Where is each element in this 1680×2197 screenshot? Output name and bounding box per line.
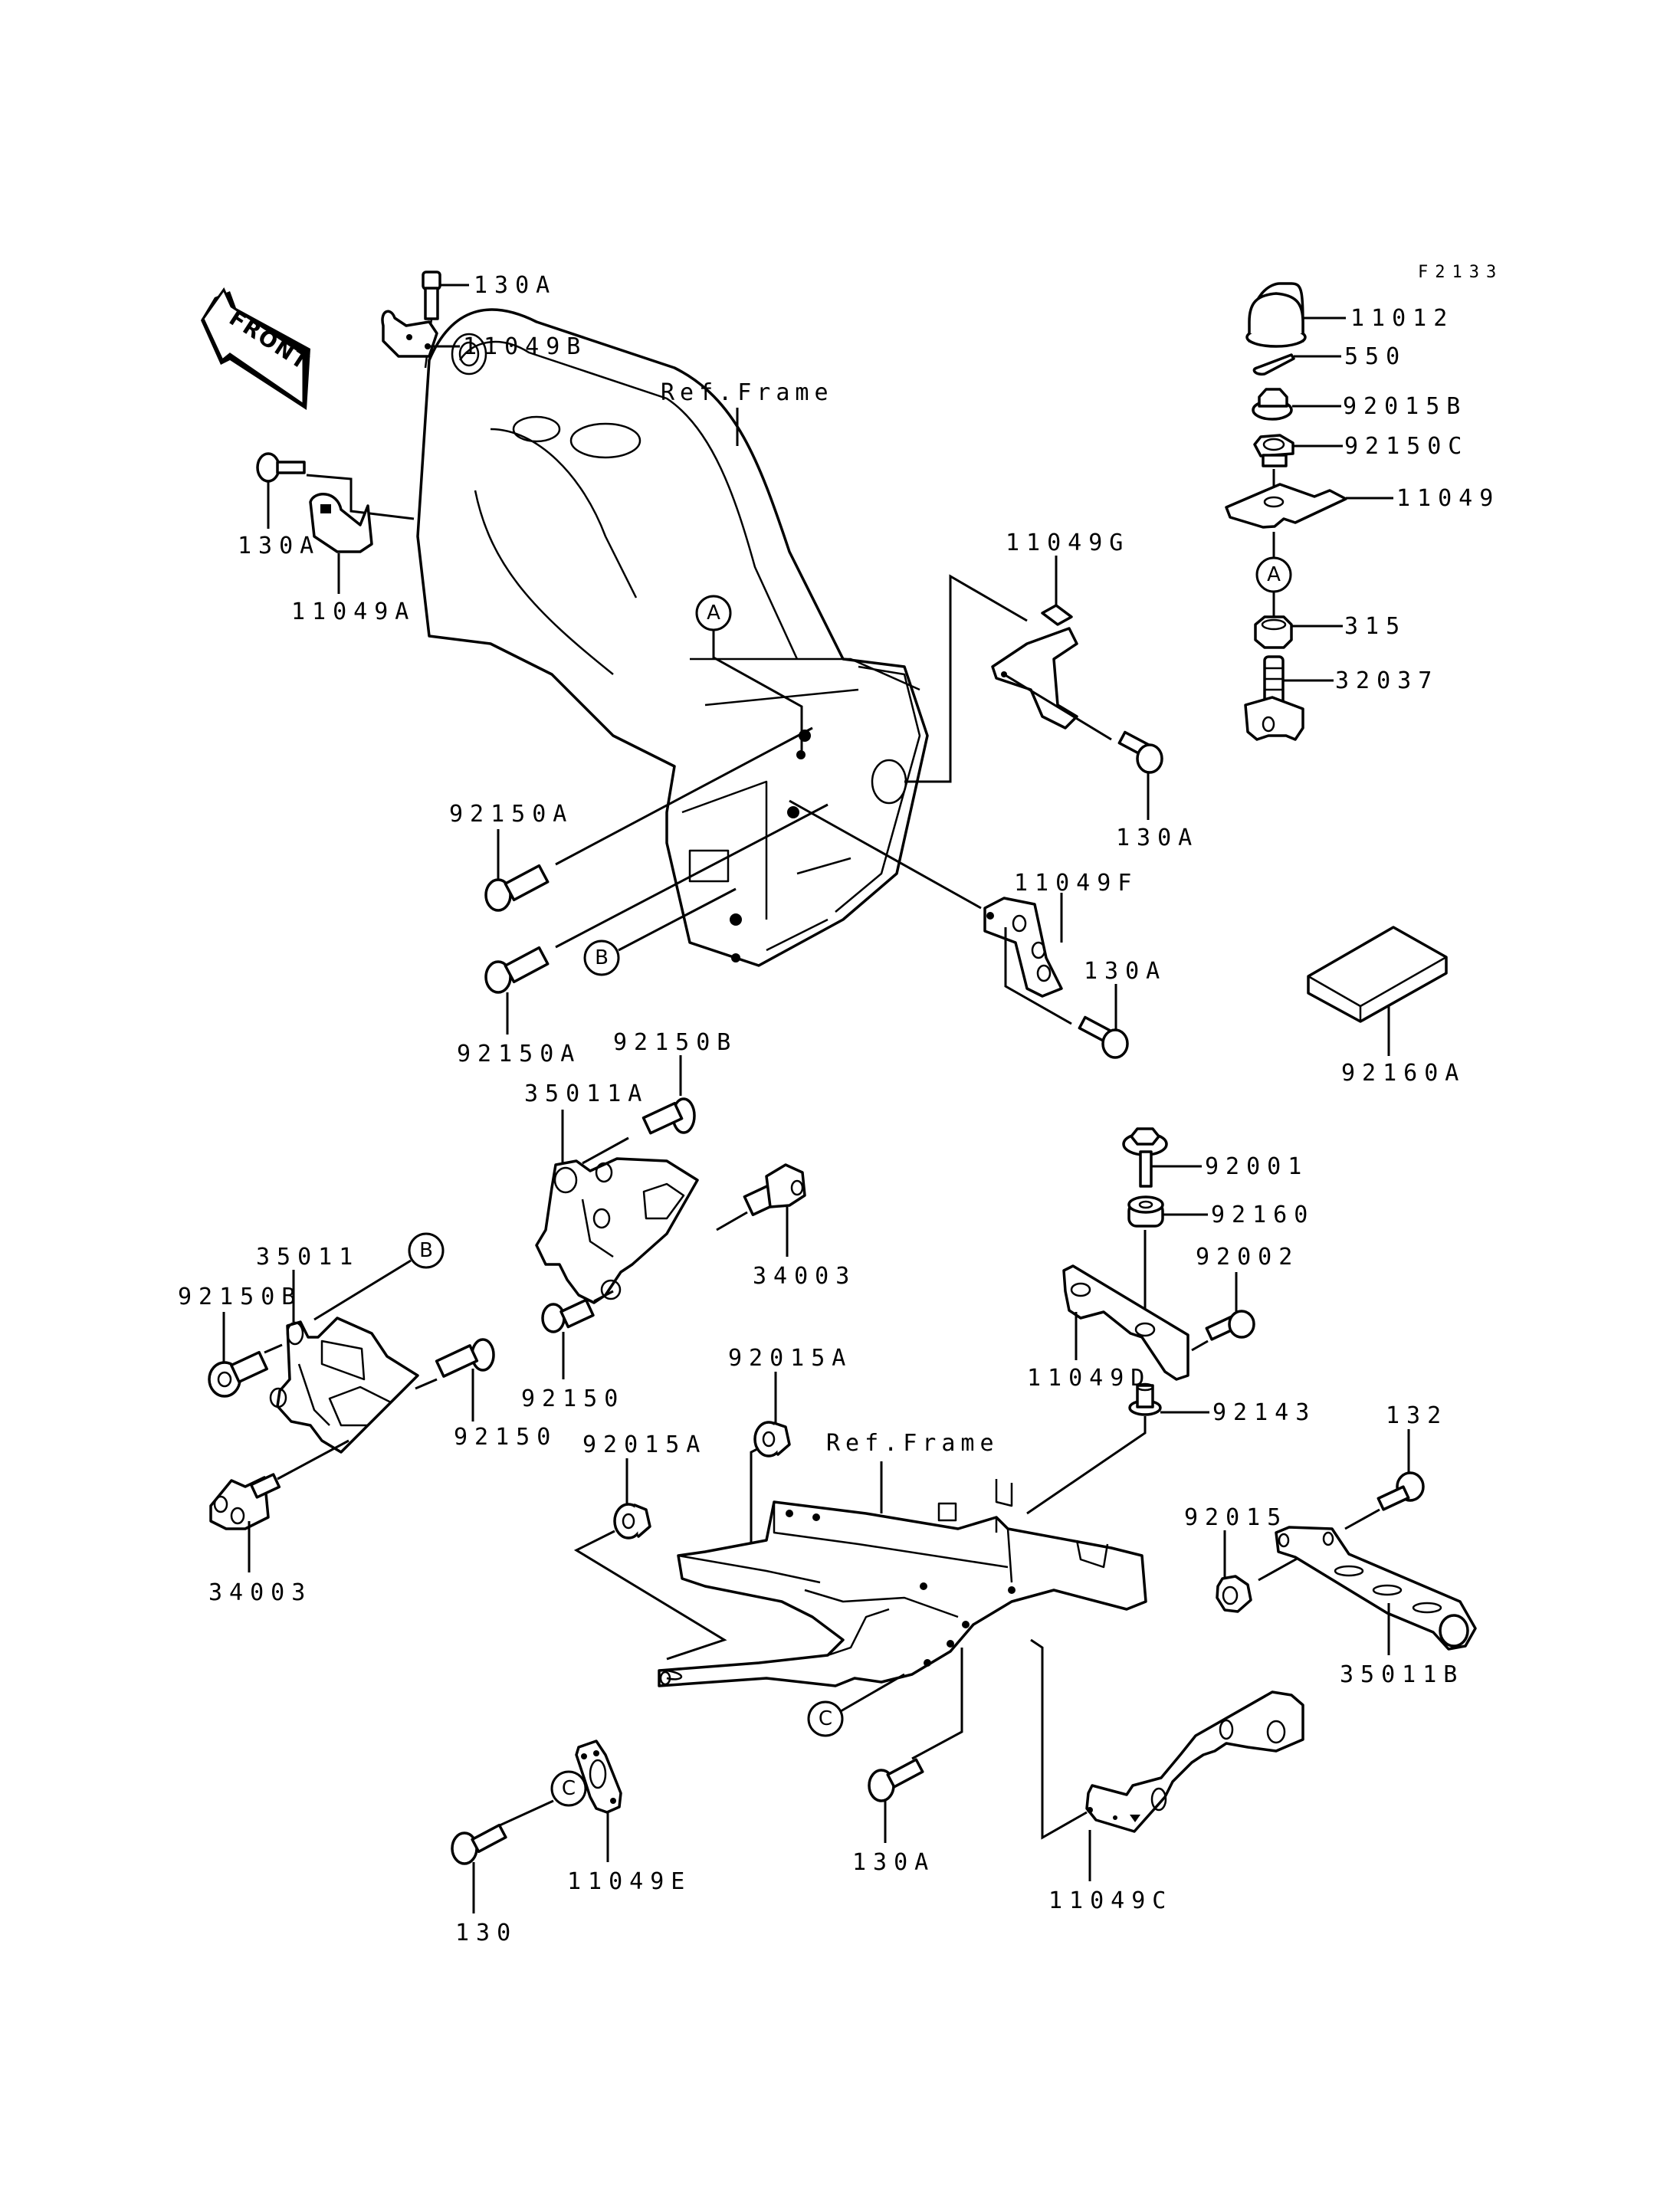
part-label-130a-top: 130A [474,272,556,299]
bracket-35011-icon [269,1317,419,1454]
part-label-11049e: 11049E [567,1868,691,1895]
bracket-11049f-icon [983,897,1063,998]
part-label-11049g: 11049G [1006,530,1130,556]
part-label-92002: 92002 [1196,1244,1299,1271]
main-frame [416,308,929,967]
bracket-35011b-icon [1275,1526,1477,1651]
nut-92015a-top-icon [753,1421,791,1458]
bracket-11049c-icon [1085,1690,1304,1833]
bolt-130a-g-icon [1117,730,1163,774]
part-label-92015a-left: 92015A [582,1431,707,1458]
bolt-92150b-left-icon [208,1350,268,1398]
part-label-92001: 92001 [1205,1153,1308,1180]
part-label-550: 550 [1344,343,1406,370]
nut-92015-icon [1216,1575,1252,1613]
plug-92150c-icon [1253,434,1294,467]
bracket-11049d-icon [1062,1264,1189,1381]
part-label-35011b: 35011B [1340,1661,1464,1688]
callout-a-frame: A [695,595,732,631]
part-label-130a-bottom: 130A [852,1849,935,1876]
plate-11049-icon [1225,483,1347,529]
part-label-11049b: 11049B [463,333,587,360]
part-label-34003-right: 34003 [753,1263,856,1290]
part-label-11049f: 11049F [1014,870,1138,897]
svg-text:C: C [562,1777,576,1800]
part-label-11049a: 11049A [291,598,415,625]
part-label-92015b: 92015B [1343,393,1467,420]
part-label-11012: 11012 [1350,305,1454,332]
bolt-130a-f-icon [1078,1015,1129,1059]
collar-92143-icon [1128,1382,1162,1416]
svg-text:A: A [707,602,720,625]
nut-315-icon [1254,615,1293,649]
bolt-132-icon [1376,1471,1425,1511]
diagram-code: F2133 [1418,263,1503,282]
pad-92160a-icon [1307,926,1448,1023]
part-label-11049: 11049 [1396,485,1500,512]
clevis-34003-right-icon [743,1163,806,1216]
part-label-92015: 92015 [1184,1504,1288,1531]
ref-frame-label-top: Ref.Frame [661,379,834,406]
part-label-92143: 92143 [1212,1399,1316,1426]
bolt-130-icon [451,1823,507,1865]
bracket-11049g-icon [991,604,1078,730]
bolt-92150b-top-icon [641,1097,696,1135]
bracket-11049a-icon [309,493,373,553]
plate-11049e-icon [575,1740,622,1814]
part-label-11049c: 11049C [1048,1887,1173,1914]
part-label-130a-g: 130A [1116,825,1199,851]
bracket-11049b-icon [381,310,438,358]
part-label-35011a: 35011A [524,1080,648,1107]
callout-c-subframe: C [807,1700,844,1737]
bolt-92150-left-icon [435,1338,495,1378]
part-label-92150c: 92150C [1344,433,1468,460]
part-label-92160a: 92160A [1341,1060,1465,1087]
bolt-92150a-2-icon [484,946,550,994]
part-label-132: 132 [1386,1402,1448,1429]
cotter-pin-550-icon [1252,353,1295,376]
part-label-130a-left: 130A [238,533,320,559]
part-label-92150b-left: 92150B [178,1284,302,1310]
part-label-35011: 35011 [256,1244,359,1271]
svg-text:B: B [419,1239,433,1262]
adjuster-32037-icon [1244,655,1304,741]
part-label-92150a-top: 92150A [449,801,573,828]
front-arrow-icon: FRONT [201,287,313,410]
svg-text:B: B [595,946,609,969]
part-label-315: 315 [1344,613,1406,640]
bolt-92150-mid-icon [541,1298,595,1333]
cap-11012-icon [1245,282,1307,348]
part-label-92150a-bottom: 92150A [457,1041,581,1067]
bolt-130a-bottom-icon [868,1758,924,1802]
callout-c-left: C [550,1770,587,1807]
ref-frame-label-bottom: Ref.Frame [826,1430,999,1457]
part-label-11049d: 11049D [1027,1365,1151,1392]
part-label-92150-left: 92150 [454,1424,557,1451]
callout-a-right: A [1255,556,1292,593]
callout-b-left: B [408,1232,445,1269]
nut-92015b-icon [1252,388,1293,421]
grommet-92160-icon [1127,1195,1164,1228]
part-label-34003-left: 34003 [208,1579,312,1606]
part-label-92160: 92160 [1211,1202,1314,1228]
part-label-130a-f: 130A [1084,958,1166,985]
bolt-92002-icon [1205,1310,1255,1341]
part-label-32037: 32037 [1335,667,1439,694]
part-label-92150b-top: 92150B [613,1029,737,1056]
bolt-130a-left-icon [256,452,306,483]
part-label-92015a-top: 92015A [728,1345,852,1372]
bolt-92001-icon [1122,1127,1168,1188]
callout-b-frame: B [583,939,620,976]
nut-92015a-left-icon [613,1503,651,1540]
part-label-92150-mid: 92150 [521,1385,625,1412]
subframe [658,1479,1147,1687]
bracket-35011a-icon [535,1157,699,1304]
part-label-130: 130 [455,1920,517,1946]
clevis-34003-left-icon [209,1473,281,1530]
svg-text:A: A [1267,563,1281,586]
svg-text:C: C [819,1707,832,1730]
bolt-92150a-1-icon [484,864,550,912]
